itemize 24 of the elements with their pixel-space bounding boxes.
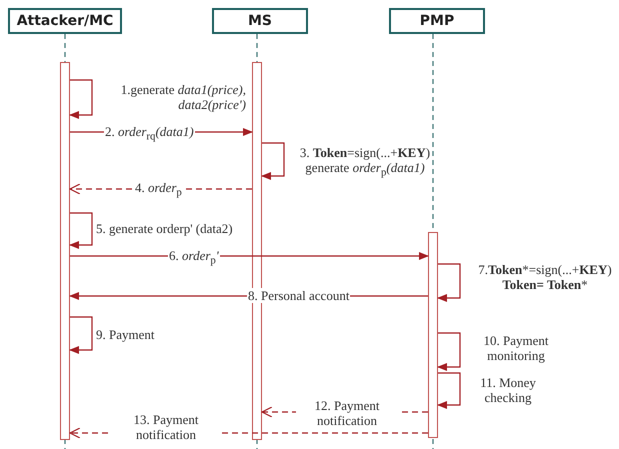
edge-label: 1.generate data1(price), data2(price') [120, 82, 246, 112]
participant-box: Attacker/MC [8, 8, 122, 34]
edge-label: 12. Payment notification [296, 398, 398, 428]
self-message-arrow [261, 142, 285, 180]
self-message-arrow [437, 372, 461, 409]
participant-box: MS [212, 8, 308, 34]
self-message-arrow [437, 332, 461, 371]
edge-label: 9. Payment [96, 327, 154, 342]
edge-label: 7.Token*=sign(...+KEY) Token= Token* [477, 262, 613, 292]
self-message-arrow [69, 79, 93, 119]
edge-label: 4. order$_{p}$ [134, 180, 183, 201]
edge-label: 10. Payment monitoring [482, 333, 550, 363]
self-message-arrow [69, 316, 93, 354]
self-message-arrow [69, 212, 93, 249]
self-message-arrow [437, 263, 461, 302]
edge-label: 2. order$_{rq}$(data1) [104, 124, 195, 145]
edge-label: 3. Token=sign(...+KEY) generate order$_{p}$(data1) [298, 145, 432, 181]
activation-bar [428, 232, 438, 438]
edge-label: 8. Personal account [247, 288, 350, 303]
edge-label: 6. order$_{p}$' [168, 248, 220, 269]
activation-bar [60, 62, 70, 440]
participant-box: PMP [389, 8, 485, 34]
edge-label: 11. Money checking [479, 375, 537, 405]
edge-label: 5. generate orderp' (data2) [96, 221, 233, 236]
